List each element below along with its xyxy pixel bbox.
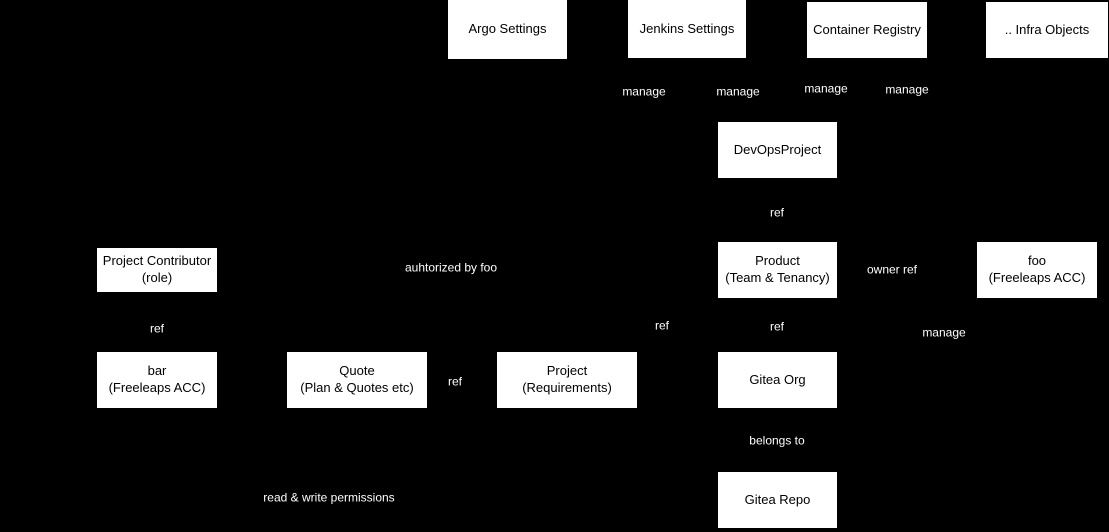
node-sublabel: (Requirements) [522,380,612,395]
node-project: Project (Requirements) [497,352,637,408]
edge-label-manage-foo-gitea: manage [920,325,968,341]
edge-label-authorized-by-foo: auhtorized by foo [402,260,500,276]
node-sublabel: (Plan & Quotes etc) [300,380,414,395]
node-infra-objects: .. Infra Objects [986,2,1108,58]
node-label: bar [147,363,167,379]
edge-label-ref-project-product: ref [652,318,672,334]
node-jenkins-settings: Jenkins Settings [628,0,746,58]
node-label: Gitea Repo [744,491,811,507]
edge-label-belongs-to: belongs to [747,433,807,449]
edge-label-ref-contributor-bar: ref [147,321,167,337]
node-label: Project [546,363,588,379]
edge-label-manage-registry: manage [802,81,850,97]
edge-label-owner-ref: owner ref [864,262,920,278]
node-label: Container Registry [813,21,921,37]
node-foo-account: foo (Freeleaps ACC) [977,242,1097,298]
edge-label-ref-devops-product: ref [767,205,787,221]
node-argo-settings: Argo Settings [448,0,567,59]
node-devops-project: DevOpsProject [718,122,837,178]
node-label: Product [755,253,800,269]
node-label: Quote [339,363,375,379]
edge-label-manage-jenkins: manage [714,84,762,100]
node-container-registry: Container Registry [807,2,927,58]
node-project-contributor: Project Contributor (role) [97,248,217,292]
node-label: Gitea Org [749,371,806,387]
node-product: Product (Team & Tenancy) [718,242,837,298]
edge-label-ref-product-gitea-org: ref [767,319,787,335]
edge-label-manage-infra: manage [883,82,931,98]
node-gitea-org: Gitea Org [718,352,837,408]
node-sublabel: (Freeleaps ACC) [988,270,1086,285]
node-label: .. Infra Objects [1004,21,1090,37]
edge-label-manage-argo: manage [620,84,668,100]
node-label: DevOpsProject [733,141,822,157]
node-sublabel: (Freeleaps ACC) [108,380,206,395]
node-label: foo [1027,253,1047,269]
node-bar-account: bar (Freeleaps ACC) [97,352,217,408]
edge-label-ref-quote-project: ref [445,374,465,390]
node-label: Project Contributor [102,253,212,269]
node-sublabel: (role) [141,270,173,285]
node-label: Argo Settings [468,21,547,37]
node-label: Jenkins Settings [639,20,735,36]
node-sublabel: (Team & Tenancy) [725,270,830,285]
node-gitea-repo: Gitea Repo [718,472,837,528]
edge-label-read-write-permissions: read & write permissions [261,490,397,506]
node-quote: Quote (Plan & Quotes etc) [287,352,427,408]
